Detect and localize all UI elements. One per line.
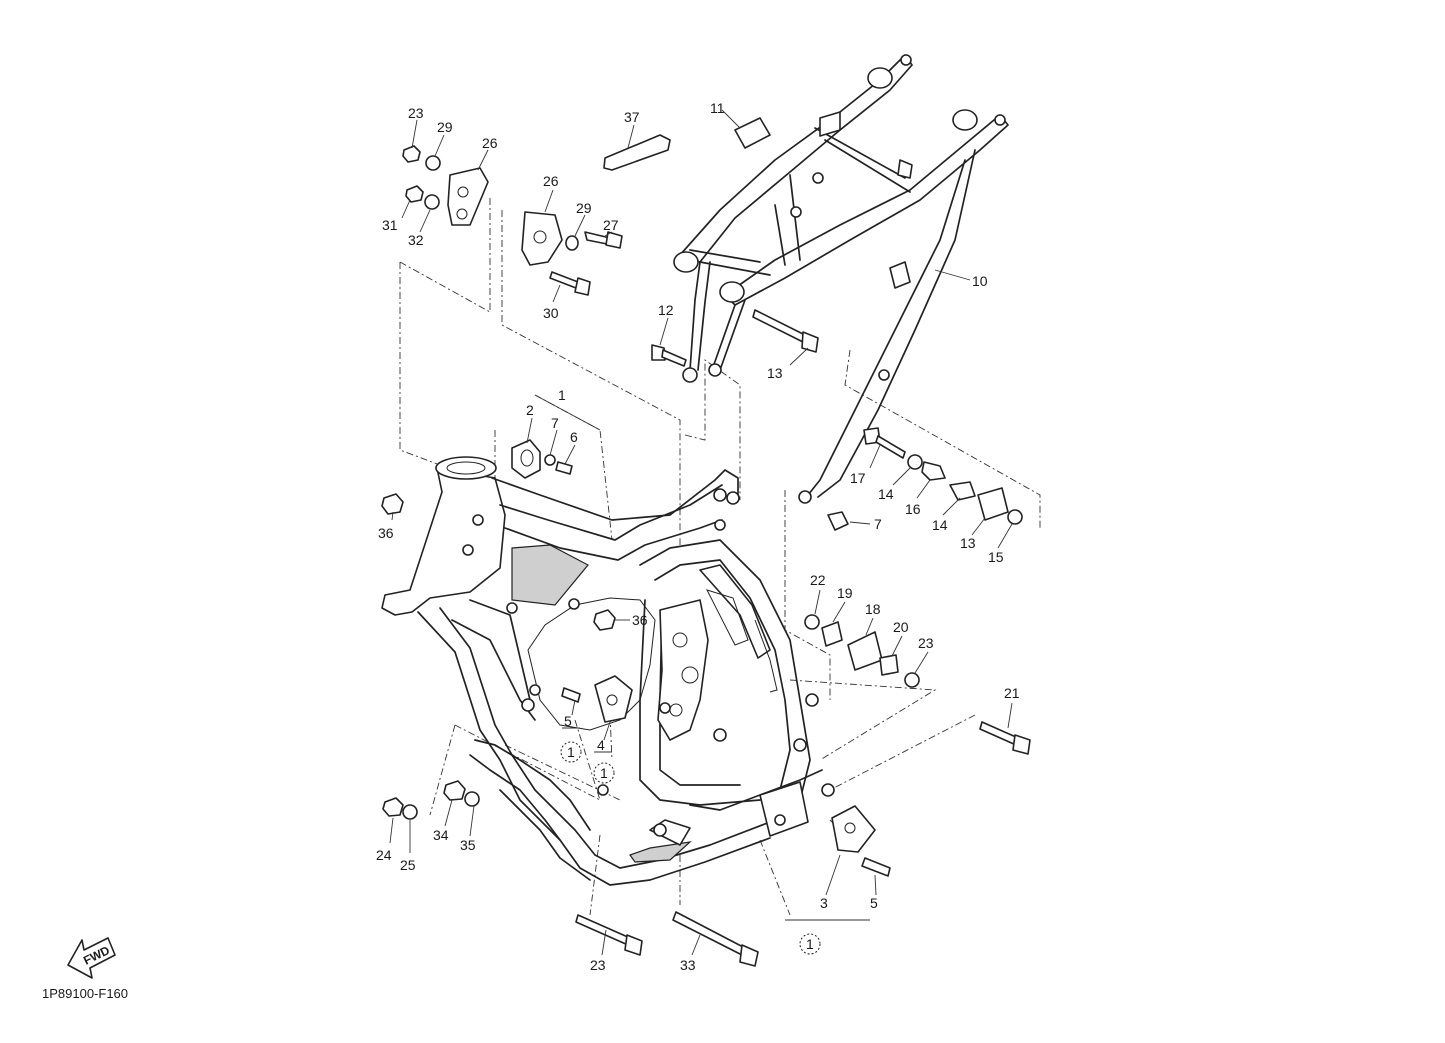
callout-5-a: 5 xyxy=(564,713,572,729)
callout-27: 27 xyxy=(603,217,619,233)
callout-15: 16 xyxy=(905,501,921,517)
callout-24: 24 xyxy=(376,847,392,863)
callout-21: 22 xyxy=(810,572,826,588)
ref-marker-c: 1 xyxy=(806,936,814,952)
callout-10: 12 xyxy=(658,302,674,318)
callout-8: 10 xyxy=(972,273,988,289)
rear-subframe xyxy=(673,54,1009,504)
callout-33: 33 xyxy=(680,957,696,973)
callout-labels: 23 29 26 31 32 37 11 26 29 27 30 10 12 1… xyxy=(376,100,1020,973)
callout-12: 13 xyxy=(960,535,976,551)
small-parts xyxy=(381,117,1031,967)
callout-31: 31 xyxy=(382,217,398,233)
assembly-guide-lines xyxy=(399,195,1041,916)
callout-26-a: 26 xyxy=(482,135,498,151)
callout-25: 25 xyxy=(400,857,416,873)
callout-1: 1 xyxy=(558,387,566,403)
callout-7-a: 7 xyxy=(551,415,559,431)
callout-32: 32 xyxy=(408,232,424,248)
callout-29-a: 29 xyxy=(437,119,453,135)
callout-35: 35 xyxy=(460,837,476,853)
callout-14-a: 14 xyxy=(878,486,894,502)
main-frame xyxy=(381,456,835,886)
callout-30: 30 xyxy=(543,305,559,321)
callout-26-b: 26 xyxy=(543,173,559,189)
callout-7-b: 7 xyxy=(874,516,882,532)
callout-6: 6 xyxy=(570,429,578,445)
ref-marker-a: 1 xyxy=(567,744,575,760)
reference-markers: 1 1 1 xyxy=(560,741,821,955)
callout-28: 23 xyxy=(408,105,424,121)
callout-5-b: 5 xyxy=(870,895,878,911)
callout-36-b: 36 xyxy=(632,612,648,628)
callout-11: 13 xyxy=(767,365,783,381)
callout-20: 21 xyxy=(1004,685,1020,701)
callout-13: 14 xyxy=(932,517,948,533)
callout-23: 23 xyxy=(590,957,606,973)
callout-34: 34 xyxy=(433,827,449,843)
callout-2: 2 xyxy=(526,402,534,418)
callout-4: 4 xyxy=(597,737,605,753)
callout-16: 17 xyxy=(850,470,866,486)
callout-22: 23 xyxy=(918,635,934,651)
callout-37: 37 xyxy=(624,109,640,125)
callout-36-a: 36 xyxy=(378,525,394,541)
drawing-code: 1P89100-F160 xyxy=(42,986,128,1001)
callout-19: 20 xyxy=(893,619,909,635)
callout-18: 19 xyxy=(837,585,853,601)
callout-29-b: 29 xyxy=(576,200,592,216)
callout-17: 18 xyxy=(865,601,881,617)
fwd-arrow: FWD xyxy=(67,937,116,979)
callout-3: 3 xyxy=(820,895,828,911)
ref-marker-b: 1 xyxy=(600,765,608,781)
callout-9: 11 xyxy=(710,100,725,116)
leader-lines xyxy=(389,109,1013,956)
callout-14-b: 15 xyxy=(988,549,1004,565)
